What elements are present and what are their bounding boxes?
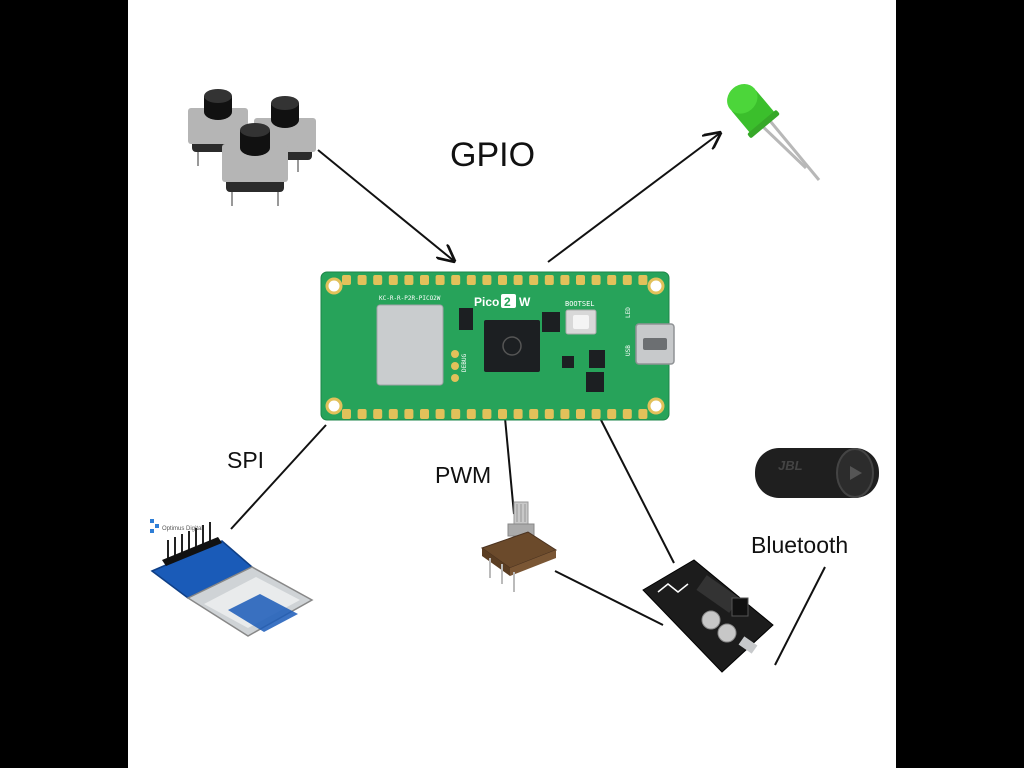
board-led-label: LED — [625, 307, 632, 318]
push-button-1 — [188, 89, 248, 166]
pwm-label: PWM — [435, 462, 492, 488]
line-bt-to-speaker — [774, 566, 826, 666]
header-pad — [342, 409, 351, 419]
board-silkscreen: KC-R-R-P2R-PICO2W — [379, 295, 441, 302]
speaker-brand-text: JBL — [778, 458, 803, 473]
header-pad — [576, 409, 585, 419]
header-pad — [451, 409, 461, 419]
header-pad — [482, 409, 492, 419]
push-button-3 — [222, 123, 288, 206]
led-image — [727, 83, 821, 181]
header-pad — [388, 409, 398, 419]
spi-label: SPI — [227, 447, 265, 473]
header-pad — [435, 409, 445, 419]
board-bootsel-label: BOOTSEL — [565, 300, 595, 308]
header-pad — [513, 275, 523, 285]
sd-brand-logo: Optimus Digital — [150, 519, 203, 533]
bt-module-image — [642, 559, 774, 673]
header-pad — [544, 409, 554, 419]
header-pad — [498, 275, 507, 285]
header-pad — [529, 275, 539, 285]
arrow-buttons-to-board — [317, 149, 454, 261]
header-pad — [466, 275, 476, 285]
diagram-artwork: Pico 2 W BOOTSEL KC-R-R-P2R-PICO2W DEBUG… — [150, 83, 879, 673]
header-pad — [482, 275, 492, 285]
header-pad — [638, 409, 648, 419]
speaker-image: JBL — [755, 448, 879, 498]
arrow-board-to-led — [547, 133, 720, 263]
bluetooth-label: Bluetooth — [751, 532, 849, 558]
line-board-to-bt — [600, 419, 675, 564]
line-potentiometer-to-bt — [554, 570, 664, 626]
header-pad — [420, 275, 429, 285]
header-pad — [435, 275, 445, 285]
header-pad — [451, 275, 461, 285]
header-pad — [373, 275, 383, 285]
header-pad — [373, 409, 383, 419]
header-pad — [622, 275, 632, 285]
header-pad — [544, 275, 554, 285]
header-pad — [576, 275, 585, 285]
sd-brand-text: Optimus Digital — [162, 526, 203, 532]
header-pad — [591, 275, 601, 285]
pico-board-image: Pico 2 W BOOTSEL KC-R-R-P2R-PICO2W DEBUG… — [320, 271, 675, 421]
header-pad — [622, 409, 632, 419]
push-buttons-image — [188, 89, 316, 206]
header-pad — [591, 409, 601, 419]
line-board-to-potentiometer — [504, 417, 515, 515]
header-pad — [560, 409, 570, 419]
header-pad — [638, 275, 648, 285]
sd-module-image: Optimus Digital — [150, 519, 314, 637]
header-pad — [357, 409, 367, 419]
board-name-prefix: Pico — [474, 295, 499, 309]
board-usb-label: USB — [625, 345, 632, 356]
header-pad — [357, 275, 367, 285]
board-name-suffix: W — [519, 295, 531, 309]
header-pad — [404, 275, 414, 285]
header-pad — [560, 275, 570, 285]
diagram-canvas: Pico 2 W BOOTSEL KC-R-R-P2R-PICO2W DEBUG… — [128, 0, 896, 768]
potentiometer-image — [480, 501, 558, 592]
header-pad — [466, 409, 476, 419]
board-debug-label: DEBUG — [461, 354, 468, 372]
header-pad — [342, 275, 351, 285]
header-pad — [513, 409, 523, 419]
header-pad — [498, 409, 507, 419]
board-name-badge: 2 — [504, 295, 511, 309]
header-pad — [404, 409, 414, 419]
header-pad — [607, 409, 617, 419]
header-pad — [529, 409, 539, 419]
header-pad — [607, 275, 617, 285]
header-pad — [420, 409, 429, 419]
gpio-label: GPIO — [450, 136, 536, 174]
line-board-to-sd — [230, 424, 327, 530]
header-pad — [388, 275, 398, 285]
